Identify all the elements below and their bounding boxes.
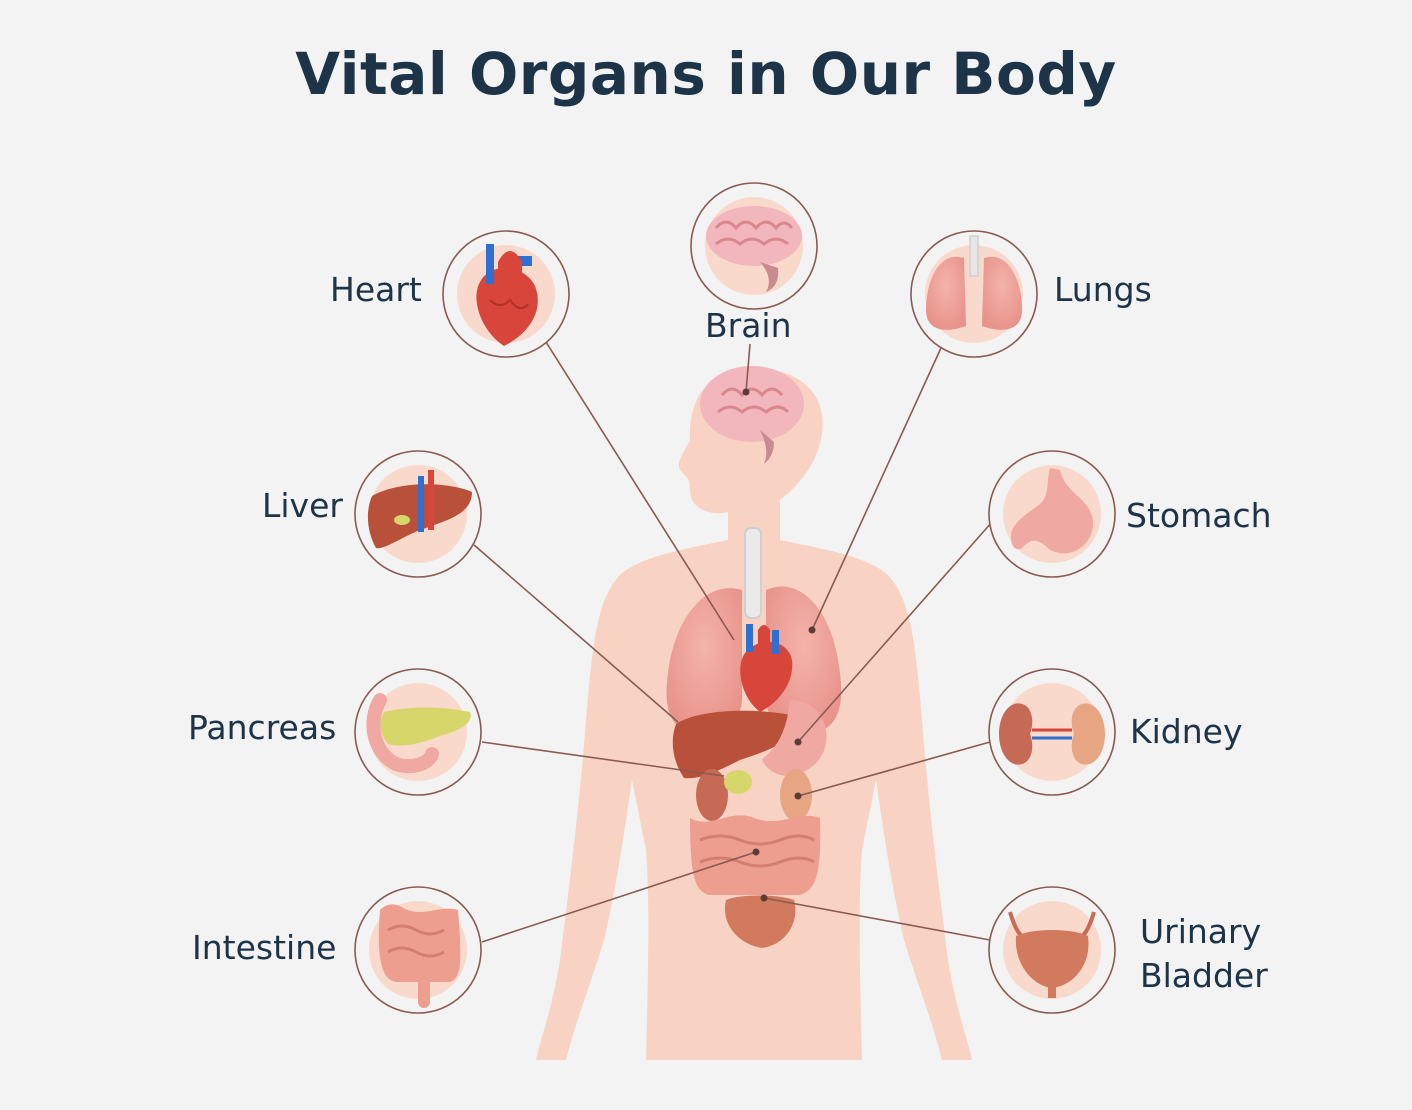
kidney-label: Kidney — [1130, 712, 1243, 751]
heart-label: Heart — [330, 270, 422, 309]
heart-icon — [476, 244, 538, 346]
kidney-icon — [999, 703, 1105, 765]
body-stomach-icon — [762, 700, 827, 776]
brain-badge — [690, 182, 818, 310]
urinary-bladder-label-line2: Bladder — [1140, 956, 1268, 995]
body-lungs-icon — [666, 586, 842, 736]
heart-badge — [442, 230, 570, 358]
body-bladder-icon — [724, 895, 796, 948]
bladder-leader-line — [763, 897, 991, 941]
liver-badge — [354, 450, 482, 578]
body-liver-icon — [672, 710, 797, 779]
intestine-leader-line — [481, 851, 757, 943]
pancreas-icon — [366, 693, 471, 774]
intestine-badge — [354, 886, 482, 1014]
leader-dots — [742, 388, 816, 902]
lungs-badge — [910, 230, 1038, 358]
body-pancreas-icon — [724, 770, 752, 794]
stomach-label: Stomach — [1126, 496, 1272, 535]
urinary-bladder-label: Urinary Bladder — [1140, 910, 1268, 998]
heart-leader-line — [545, 341, 735, 641]
body-brain-icon — [700, 366, 804, 464]
brain-icon — [706, 206, 802, 292]
lungs-icon — [926, 235, 1022, 330]
body-heart-icon — [740, 624, 793, 712]
leader-lines — [473, 341, 993, 943]
intestine-label: Intestine — [192, 928, 337, 967]
pancreas-label: Pancreas — [188, 708, 337, 747]
lungs-leader-line — [811, 347, 942, 631]
liver-icon — [367, 470, 472, 549]
page-title: Vital Organs in Our Body — [295, 40, 1117, 108]
pancreas-leader-line — [481, 741, 725, 777]
kidney-badge — [988, 668, 1116, 796]
trachea-icon — [744, 527, 762, 619]
stomach-badge — [988, 450, 1116, 578]
lungs-label: Lungs — [1054, 270, 1152, 309]
urinary-bladder-label-line1: Urinary — [1140, 912, 1262, 951]
liver-label: Liver — [262, 486, 343, 525]
bladder-badge — [988, 886, 1116, 1014]
intestine-icon — [378, 904, 461, 1008]
stomach-icon — [1010, 468, 1093, 554]
bladder-icon — [1008, 911, 1096, 998]
pancreas-badge — [354, 668, 482, 796]
body-kidney-left-icon — [696, 769, 728, 821]
liver-leader-line — [473, 544, 679, 723]
brain-leader-line — [745, 343, 751, 393]
body-organs — [666, 366, 842, 948]
brain-label: Brain — [705, 306, 792, 345]
stomach-leader-line — [797, 521, 993, 743]
kidney-leader-line — [797, 741, 991, 797]
